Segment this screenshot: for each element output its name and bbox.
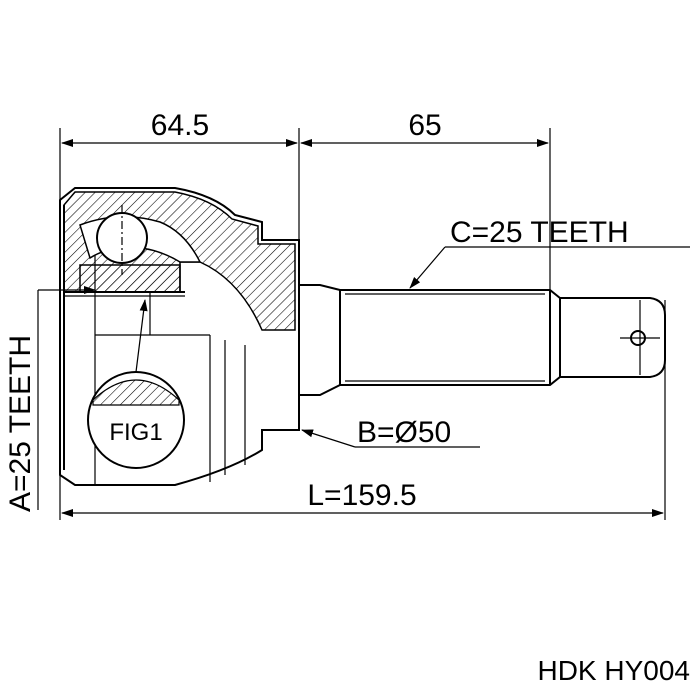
fig1-detail <box>87 299 185 469</box>
outer-housing <box>59 187 300 486</box>
spline-c-label: C=25 TEETH <box>450 216 629 249</box>
dim-65-label: 65 <box>408 109 441 142</box>
diameter-b-label: B=Ø50 <box>357 416 451 449</box>
length-l-label: L=159.5 <box>307 479 416 512</box>
dimension-lines <box>37 128 690 520</box>
part-number: HDK HY004 <box>537 655 690 686</box>
shaft <box>299 284 666 396</box>
dim-64-5-label: 64.5 <box>151 109 209 142</box>
fig1-label: FIG1 <box>109 419 162 446</box>
spline-a-label: A=25 TEETH <box>4 335 37 512</box>
